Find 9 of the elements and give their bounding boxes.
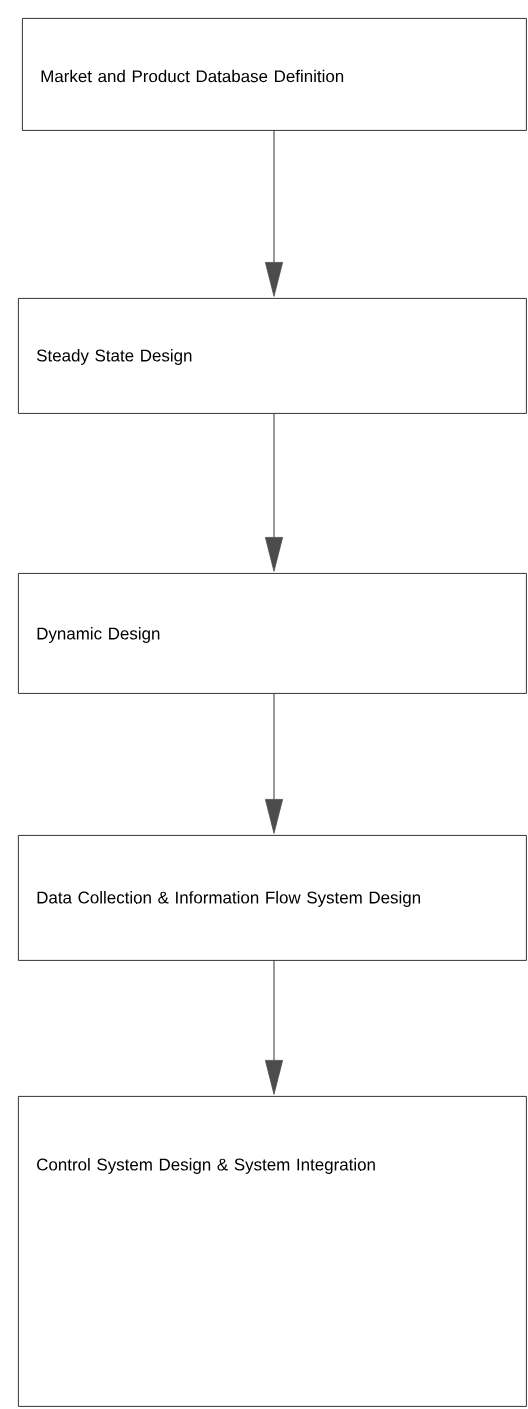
arrow xyxy=(265,693,283,834)
arrow xyxy=(265,960,283,1095)
process-box: Control System Design & System Integration xyxy=(18,1096,527,1407)
process-box: Steady State Design xyxy=(18,298,527,414)
process-box: Dynamic Design xyxy=(18,573,527,694)
process-box: Market and Product Database Definition xyxy=(22,18,527,131)
arrow xyxy=(265,413,283,572)
arrow xyxy=(265,130,283,297)
process-box: Data Collection & Information Flow System Design xyxy=(18,835,527,961)
